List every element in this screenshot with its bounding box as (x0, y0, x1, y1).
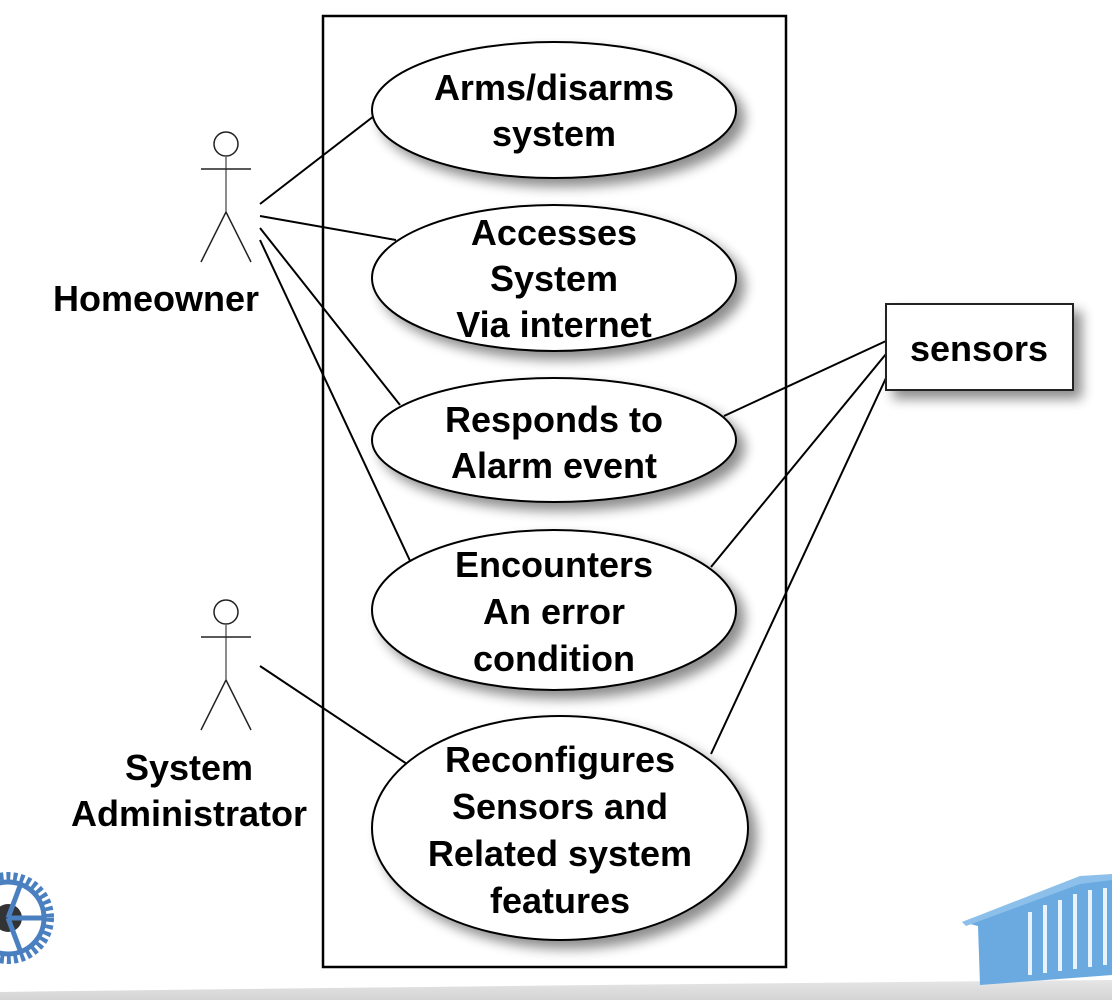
use-case-label-line: condition (473, 638, 635, 679)
use-case-label-line: Responds to (445, 399, 663, 440)
actor-label: System (125, 747, 253, 788)
use-case-label-line: Accesses (471, 212, 637, 253)
sensors-label: sensors (910, 328, 1048, 369)
stick-figure-icon (200, 131, 252, 263)
association-homeowner-access (259, 215, 397, 241)
use-case-encounters[interactable]: Encounters An error condition (371, 529, 737, 691)
actor-label: Homeowner (53, 278, 259, 319)
use-case-ellipse (371, 715, 749, 941)
use-case-label-line: Alarm event (451, 445, 657, 486)
system-boundary (321, 14, 788, 969)
use-case-ellipse (371, 204, 737, 352)
association-homeowner-encounters (259, 239, 413, 566)
use-case-label-line: Sensors and (452, 786, 668, 827)
association-homeowner-arms (259, 115, 375, 205)
use-case-label-line: An error (483, 591, 625, 632)
association-homeowner-responds (259, 227, 401, 406)
use-case-ellipse (371, 41, 737, 179)
association-sensors-reconfigures (710, 377, 887, 755)
use-case-label-line: Via internet (456, 304, 651, 345)
gear-icon (0, 872, 54, 964)
association-sensors-responds (723, 340, 887, 417)
footer-band (0, 980, 1112, 1000)
use-case-label-line: System (490, 258, 618, 299)
external-entity-sensors[interactable]: sensors (885, 303, 1074, 391)
actor-homeowner[interactable]: Homeowner (53, 131, 259, 319)
association-sensors-encounters (710, 353, 887, 568)
building-icon (962, 874, 1112, 985)
use-case-label-line: Encounters (455, 544, 653, 585)
use-case-label-line: Reconfigures (445, 739, 675, 780)
use-case-label-line: system (492, 113, 616, 154)
use-case-ellipse (371, 529, 737, 691)
use-case-arms[interactable]: Arms/disarms system (371, 41, 737, 179)
use-case-label-line: Related system (428, 833, 692, 874)
use-case-ellipse (371, 377, 737, 503)
stick-figure-icon (200, 599, 252, 731)
use-case-label-line: features (490, 880, 630, 921)
association-sysadmin-reconfigures (259, 665, 411, 767)
actor-label: Administrator (71, 793, 307, 834)
use-case-label-line: Arms/disarms (434, 67, 674, 108)
use-case-responds[interactable]: Responds to Alarm event (371, 377, 737, 503)
